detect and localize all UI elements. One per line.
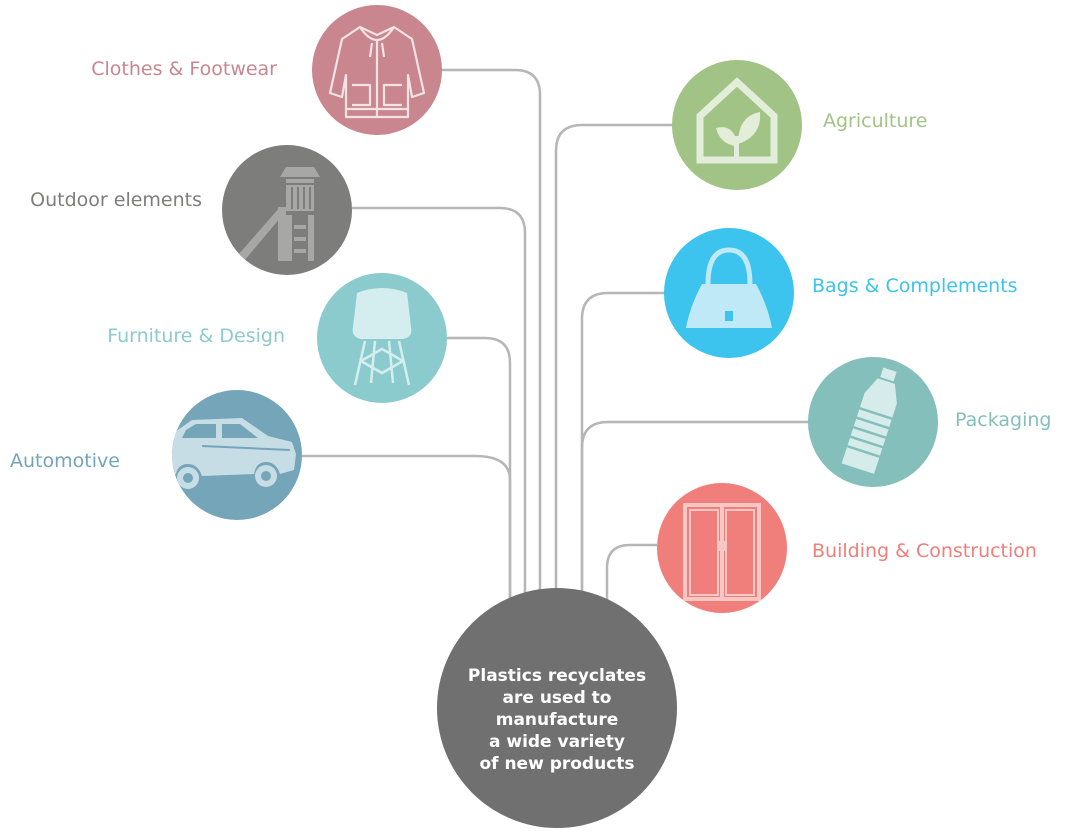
center-text: Plastics recyclates are used to manufact… — [468, 665, 646, 775]
agriculture-circle — [672, 60, 802, 190]
connector-agriculture — [554, 123, 672, 600]
connector-clothes — [440, 68, 542, 600]
greenhouse-leaf-icon — [696, 77, 778, 164]
connector-furniture — [447, 336, 512, 605]
outdoor-circle — [222, 145, 352, 275]
building-circle — [657, 483, 787, 613]
connector-outdoor — [352, 206, 527, 600]
label-building: Building & Construction — [812, 540, 1037, 562]
center-line: Plastics recyclates — [467, 666, 647, 686]
center-line: are used to — [502, 688, 612, 708]
label-agriculture: Agriculture — [823, 110, 928, 132]
label-packaging: Packaging — [955, 409, 1052, 431]
connector-packaging — [580, 420, 808, 600]
label-outdoor: Outdoor elements — [30, 189, 202, 211]
connector-automotive — [302, 454, 512, 605]
playground-slide-icon — [238, 167, 320, 261]
connector-building — [605, 543, 657, 605]
label-furniture: Furniture & Design — [107, 325, 285, 347]
hoodie-icon — [328, 25, 426, 119]
handbag-icon — [686, 247, 772, 328]
packaging-circle — [808, 357, 938, 487]
clothes-circle — [312, 5, 442, 135]
bottle-icon — [841, 367, 897, 474]
center-line: manufacture — [495, 710, 619, 730]
chair-icon — [352, 288, 412, 386]
car-icon — [172, 418, 296, 489]
label-bags: Bags & Complements — [812, 275, 1018, 297]
label-clothes: Clothes & Footwear — [91, 58, 277, 80]
center-line: of new products — [479, 754, 635, 774]
bags-circle — [664, 228, 794, 358]
connector-bags — [580, 291, 664, 600]
automotive-circle — [172, 390, 302, 520]
center-line: a wide variety — [488, 732, 626, 752]
door-icon — [683, 503, 761, 601]
center-circle: Plastics recyclates are used to manufact… — [437, 588, 677, 828]
label-automotive: Automotive — [10, 450, 120, 472]
furniture-circle — [317, 273, 447, 403]
